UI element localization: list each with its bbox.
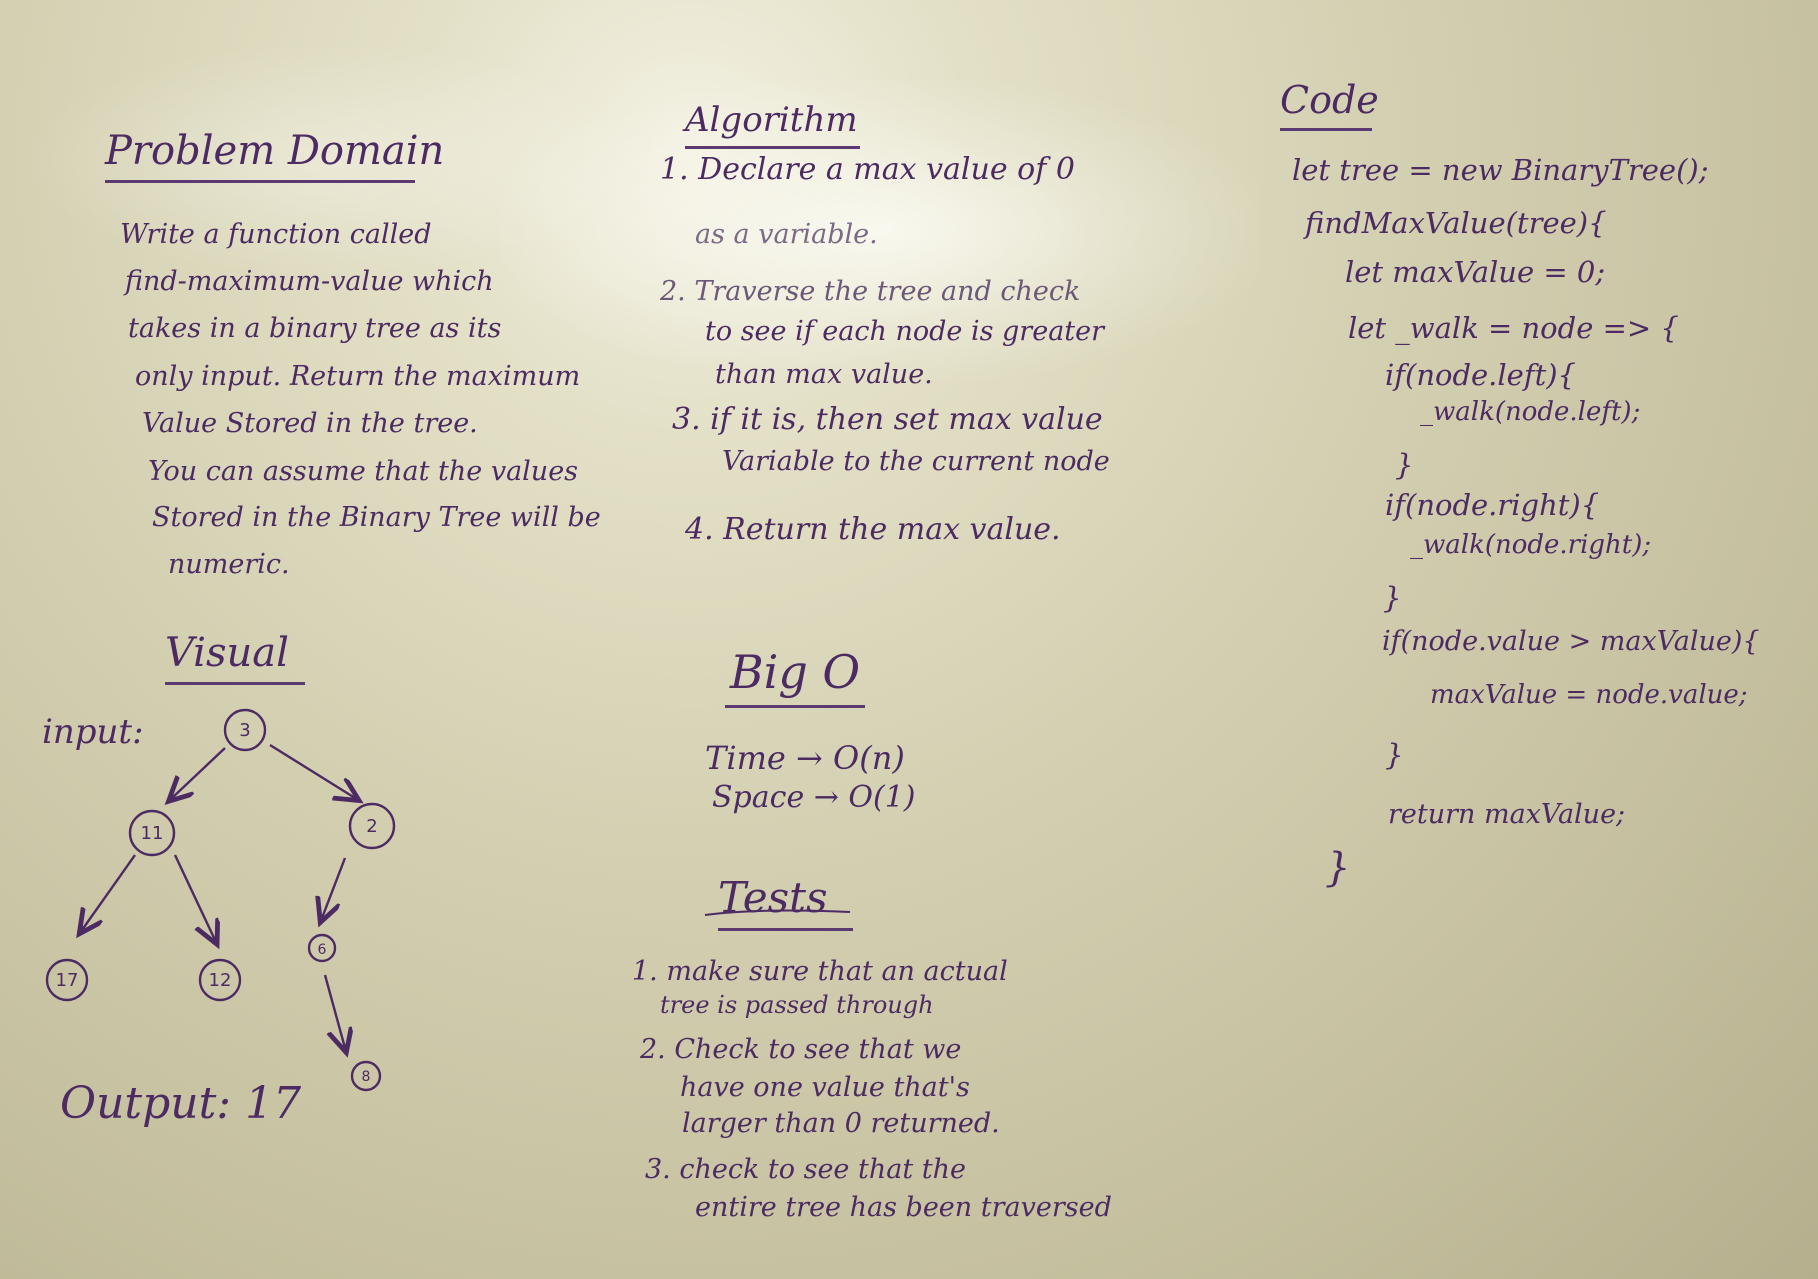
problem-line: Stored in the Binary Tree will be [152,502,601,533]
code-line: _walk(node.right); [1410,530,1652,560]
problem-line: takes in a binary tree as its [128,313,502,344]
code-line: return maxValue; [1388,799,1626,830]
code-line: if(node.value > maxValue){ [1382,626,1760,657]
code-heading: Code [1280,78,1379,131]
tree-node-8 [350,1060,382,1092]
big-o-space: Space → O(1) [712,780,916,815]
algorithm-line: to see if each node is greater [705,316,1105,347]
tree-node-11-label: 11 [141,823,164,844]
problem-line: find-maximum-value which [125,266,494,297]
tests-line: larger than 0 returned. [682,1108,1000,1139]
tests-line: tree is passed through [660,991,934,1019]
edge-11-17 [82,854,136,930]
problem-line: numeric. [168,549,290,580]
big-o-time: Time → O(n) [705,739,905,777]
code-line: findMaxValue(tree){ [1305,206,1607,240]
edge-2-6 [322,857,347,918]
tree-node-6 [307,933,337,963]
problem-line: Value Stored in the tree. [142,408,478,439]
edge-3-2 [269,743,355,798]
code-line: let _walk = node => { [1348,311,1679,345]
problem-line: You can assume that the values [148,456,579,487]
tree-node-17 [45,958,89,1002]
tests-underline-squiggle [704,909,851,916]
tests-heading: Tests [718,873,853,931]
code-line: let maxValue = 0; [1345,255,1606,289]
visual-heading: Visual [165,630,305,685]
code-line: } [1395,448,1414,482]
code-line: if(node.left){ [1385,358,1576,392]
algorithm-heading: Algorithm [685,100,860,149]
algorithm-line: 3. if it is, then set max value [672,402,1103,437]
tests-line: have one value that's [680,1072,970,1103]
code-line: _walk(node.left); [1420,397,1641,427]
algorithm-line: 4. Return the max value. [685,512,1061,547]
code-line: } [1325,845,1351,891]
tree-node-17-label: 17 [56,970,79,991]
code-line: maxValue = node.value; [1430,680,1748,710]
algorithm-line: 1. Declare a max value of 0 [660,152,1075,187]
problem-domain-heading: Problem Domain [105,128,444,183]
tree-node-3 [223,708,267,752]
edge-11-12 [173,854,215,940]
edge-6-8 [323,974,345,1048]
algorithm-line: as a variable. [695,219,878,250]
tree-node-12-label: 12 [209,970,232,991]
problem-line: Write a function called [120,219,432,250]
input-label: input: [42,712,144,752]
tree-node-11 [128,809,176,857]
algorithm-line: than max value. [715,359,933,390]
tree-node-2 [348,802,396,850]
edge-3-11 [172,747,226,798]
tree-node-12 [198,958,242,1002]
tree-node-8-label: 8 [362,1069,371,1085]
tests-line: 3. check to see that the [645,1154,966,1185]
code-line: let tree = new BinaryTree(); [1292,153,1709,187]
tree-node-2-label: 2 [366,816,377,837]
code-line: } [1383,581,1402,615]
algorithm-line: 2. Traverse the tree and check [660,276,1081,307]
code-line: if(node.right){ [1385,488,1600,522]
algorithm-line: Variable to the current node [722,446,1110,477]
tree-node-3-label: 3 [239,720,250,741]
tests-line: 2. Check to see that we [640,1034,962,1065]
code-line: } [1385,738,1404,772]
tests-line: entire tree has been traversed [695,1192,1112,1223]
output-label: Output: 17 [60,1078,302,1129]
problem-line: only input. Return the maximum [135,361,581,392]
tests-line: 1. make sure that an actual [632,956,1008,987]
big-o-heading: Big O [725,645,865,708]
tree-node-6-label: 6 [318,942,327,958]
